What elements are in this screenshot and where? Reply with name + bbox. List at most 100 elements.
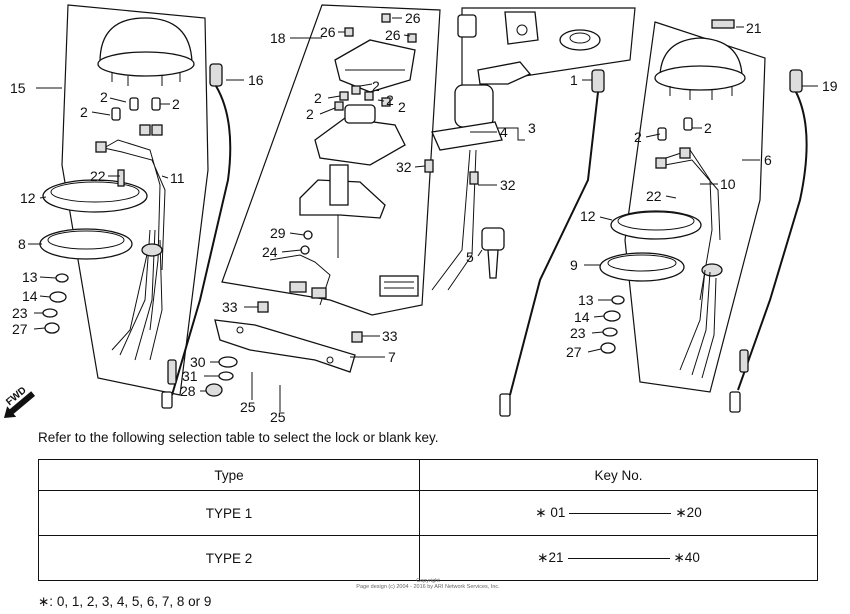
key-range-cell: ∗21 ∗40 (419, 535, 818, 581)
callout: 13 (578, 292, 594, 308)
steering-stem (269, 164, 386, 306)
callout: 26 (320, 24, 336, 40)
table-row: TYPE 1 ∗ 01 ∗20 (38, 490, 818, 536)
cable-19 (729, 69, 808, 413)
speedometer-left (97, 17, 195, 86)
table-row: TYPE 2 ∗21 ∗40 (38, 535, 818, 581)
speedometer-cable-16 (161, 63, 232, 409)
table-header-row: Type Key No. (38, 459, 818, 491)
callout: 27 (12, 321, 28, 337)
callout: 2 (704, 120, 712, 136)
callout: 2 (398, 99, 406, 115)
bulb-sockets-right (655, 117, 721, 301)
copyright-line-2: Page design (c) 2004 - 2016 by ARI Netwo… (356, 584, 500, 590)
callout: 2 (100, 89, 108, 105)
callout: 29 (270, 225, 286, 241)
callout: 31 (182, 368, 198, 384)
key-selection-table: Type Key No. TYPE 1 ∗ 01 ∗20 TYPE 2 ∗21 … (38, 459, 818, 581)
footnote: ∗: 0, 1, 2, 3, 4, 5, 6, 7, 8 or 9 (38, 594, 212, 609)
top-bridge (314, 104, 406, 166)
callout: 30 (190, 354, 206, 370)
callout: 2 (634, 129, 642, 145)
grommets-right (600, 263, 723, 354)
callout: 5 (466, 249, 474, 265)
callout: 3 (528, 120, 536, 136)
label-21 (711, 19, 735, 29)
meter-case-left (39, 179, 148, 260)
type-cell: TYPE 1 (38, 490, 420, 536)
callout: 12 (20, 190, 36, 206)
callout-labels: 15 2 2 2 22 11 12 8 13 14 23 27 16 18 26… (10, 10, 838, 425)
instruction-text: Refer to the following selection table t… (38, 430, 439, 445)
callout: 26 (405, 10, 421, 26)
callout: 14 (22, 288, 38, 304)
column-header-key-no: Key No. (419, 459, 818, 491)
callout: 9 (570, 257, 578, 273)
callout: 12 (580, 208, 596, 224)
wire-harness-right (679, 269, 717, 379)
callout: 22 (90, 168, 106, 184)
group-outline-meter-left (61, 4, 209, 396)
ignition-switch (379, 61, 532, 297)
wire-harness-left (111, 229, 163, 361)
meter-case-right (599, 210, 702, 282)
type-cell: TYPE 2 (38, 535, 420, 581)
column-header-type: Type (38, 459, 420, 491)
callout: 2 (314, 90, 322, 106)
callout: 33 (222, 299, 238, 315)
small-fasteners-center (205, 13, 417, 405)
callout: 26 (385, 27, 401, 43)
callout: 15 (10, 80, 26, 96)
callout: 2 (386, 92, 394, 108)
group-outline-ignition (461, 7, 636, 96)
callout: 19 (822, 78, 838, 94)
callout: 10 (720, 176, 736, 192)
parts-diagram: 15 2 2 2 22 11 12 8 13 14 23 27 16 18 26… (4, 4, 838, 425)
callout: 11 (170, 170, 185, 186)
callout: 2 (372, 78, 380, 94)
bulb-sockets-left (95, 97, 166, 331)
callout: 1 (570, 72, 578, 88)
key-from: ∗ 01 (535, 505, 566, 520)
callout: 22 (646, 188, 662, 204)
callout: 28 (180, 383, 196, 399)
top-cover (334, 39, 416, 93)
callout: 23 (12, 305, 28, 321)
key-to: ∗20 (675, 505, 702, 520)
key-to: ∗40 (673, 550, 700, 565)
callout: 2 (80, 104, 88, 120)
lock-set-parts (457, 11, 601, 51)
callout: 21 (746, 20, 762, 36)
callout: 33 (382, 328, 398, 344)
fwd-arrow-icon: FWD (4, 385, 36, 418)
callout: 4 (500, 124, 508, 140)
tachometer-cable-1 (499, 69, 605, 417)
callout: 13 (22, 269, 38, 285)
callout: 7 (388, 349, 396, 365)
callout: 25 (270, 409, 286, 425)
callout: 16 (248, 72, 264, 88)
callout: 23 (570, 325, 586, 341)
key-5 (481, 227, 505, 279)
callout: 24 (262, 244, 278, 260)
callout: 32 (396, 159, 412, 175)
bracket-7 (214, 319, 356, 373)
tachometer-right (654, 37, 746, 100)
callout: 25 (240, 399, 256, 415)
callout: 2 (172, 96, 180, 112)
callout: 18 (270, 30, 286, 46)
group-outline-stem (221, 4, 441, 316)
copyright-notice: Copyright Page design (c) 2004 - 2016 by… (338, 578, 518, 590)
callout: 14 (574, 309, 590, 325)
copyright-line-1: Copyright (416, 578, 440, 584)
range-line (567, 557, 670, 559)
callout: 27 (566, 344, 582, 360)
callout: 32 (500, 177, 516, 193)
callout: 8 (18, 236, 26, 252)
callout: 6 (764, 152, 772, 168)
callout-lead-lines (28, 17, 818, 412)
callout: 2 (306, 106, 314, 122)
key-range-cell: ∗ 01 ∗20 (419, 490, 818, 536)
screw-32-lower (469, 171, 479, 185)
group-outline-meter-right (624, 21, 766, 393)
